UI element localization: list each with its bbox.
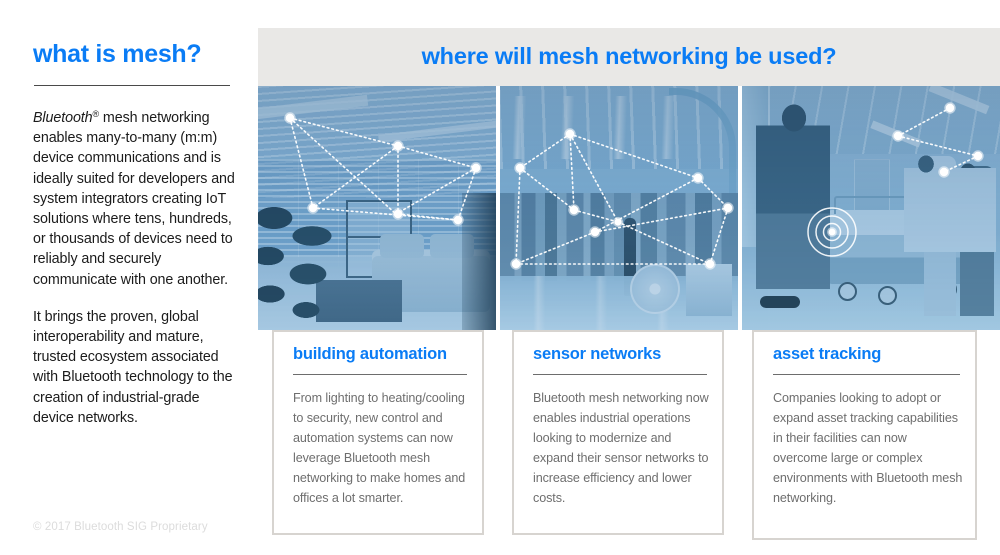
card-divider <box>293 374 467 375</box>
card-body: Companies looking to adopt or expand ass… <box>773 391 963 505</box>
copyright-notice: © 2017 Bluetooth SIG Proprietary <box>33 521 208 533</box>
card-divider <box>773 374 960 375</box>
intro-paragraph-1-rest: mesh networking enables many-to-many (m:… <box>33 110 235 288</box>
hospital-scene <box>742 86 1000 330</box>
section-banner: where will mesh networking be used? <box>258 28 1000 86</box>
intro-paragraph-1: Bluetooth® mesh networking enables many-… <box>33 104 239 290</box>
card-divider <box>533 374 707 375</box>
page-title: what is mesh? <box>33 40 202 68</box>
card-title: building automation <box>293 345 447 363</box>
office-shadow <box>462 193 496 330</box>
intro-paragraph-2: It brings the proven, global interoperab… <box>33 308 233 426</box>
section-title: where will mesh networking be used? <box>421 42 837 69</box>
card-body: Bluetooth mesh networking now enables in… <box>533 391 709 505</box>
bluetooth-wordmark: Bluetooth <box>33 110 93 126</box>
card-asset-tracking: asset tracking Companies looking to adop… <box>752 330 977 540</box>
photo-building-automation <box>258 86 496 330</box>
intro-text: Bluetooth® mesh networking enables many-… <box>33 104 239 428</box>
card-body: From lighting to heating/cooling to secu… <box>293 391 466 505</box>
office-scene <box>258 86 496 330</box>
registered-trademark-icon: ® <box>92 109 100 119</box>
right-panel: where will mesh networking be used? <box>258 0 1000 555</box>
factory-material-roll <box>630 264 680 314</box>
gurney-wheel <box>838 282 857 301</box>
photo-sensor-networks <box>500 86 738 330</box>
photo-row <box>258 86 1000 330</box>
photo-asset-tracking <box>742 86 1000 330</box>
factory-crate <box>686 264 732 316</box>
left-column: what is mesh? Bluetooth® mesh networking… <box>0 0 258 555</box>
card-title: sensor networks <box>533 345 662 363</box>
gurney-wheel <box>878 286 897 305</box>
hospital-orderly <box>756 96 830 308</box>
card-row: building automation From lighting to hea… <box>258 330 1000 555</box>
factory-scene <box>500 86 738 330</box>
card-building-automation: building automation From lighting to hea… <box>272 330 484 535</box>
title-divider <box>34 85 230 86</box>
hospital-people-group <box>904 148 996 316</box>
office-plant <box>258 198 346 330</box>
card-title: asset tracking <box>773 345 882 363</box>
card-sensor-networks: sensor networks Bluetooth mesh networkin… <box>512 330 724 535</box>
